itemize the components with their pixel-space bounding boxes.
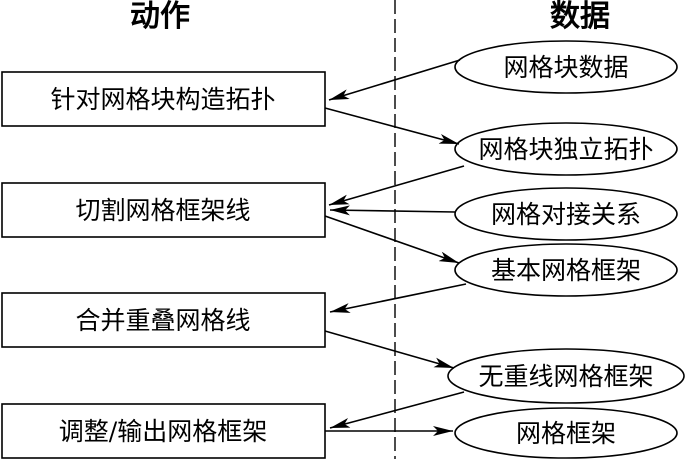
data-ellipse-no-overlap-frame: 无重线网格框架 bbox=[447, 348, 685, 404]
data-ellipse-connection-relation: 网格对接关系 bbox=[454, 187, 678, 241]
action-box-merge-overlap-lines: 合并重叠网格线 bbox=[1, 292, 326, 348]
data-label: 无重线网格框架 bbox=[478, 362, 653, 391]
flow-arrows bbox=[324, 59, 467, 436]
action-label: 切割网格框架线 bbox=[75, 196, 250, 225]
arrow-construct-topology-to-block-topology bbox=[324, 107, 460, 145]
data-label: 基本网格框架 bbox=[491, 256, 641, 285]
data-ellipse-grid-frame: 网格框架 bbox=[454, 407, 678, 459]
data-column-title: 数据 bbox=[550, 0, 610, 34]
action-box-adjust-output-frame: 调整/输出网格框架 bbox=[1, 403, 326, 459]
data-label: 网格块独立拓扑 bbox=[478, 135, 653, 164]
arrow-connection-relation-to-cut-frame-lines bbox=[329, 205, 456, 216]
data-ellipse-basic-frame: 基本网格框架 bbox=[454, 243, 678, 297]
arrow-basic-frame-to-merge-overlap-lines bbox=[329, 283, 467, 313]
arrow-no-overlap-frame-to-adjust-output-frame bbox=[329, 391, 465, 429]
arrow-block-topology-to-cut-frame-lines bbox=[328, 165, 465, 206]
data-ellipse-block-topology: 网格块独立拓扑 bbox=[454, 122, 678, 176]
data-label: 网格块数据 bbox=[503, 53, 628, 82]
arrow-cut-frame-lines-to-basic-frame bbox=[324, 215, 460, 264]
actions-column-title: 动作 bbox=[130, 0, 190, 34]
arrow-block-data-to-construct-topology bbox=[328, 59, 461, 101]
action-box-construct-topology: 针对网格块构造拓扑 bbox=[1, 71, 326, 127]
data-label: 网格框架 bbox=[516, 419, 616, 448]
action-label: 调整/输出网格框架 bbox=[59, 417, 267, 446]
data-ellipse-block-data: 网格块数据 bbox=[454, 40, 678, 94]
action-label: 针对网格块构造拓扑 bbox=[50, 85, 275, 114]
action-box-cut-frame-lines: 切割网格框架线 bbox=[1, 182, 326, 238]
arrow-merge-overlap-lines-to-no-overlap-frame bbox=[324, 330, 455, 369]
action-label: 合并重叠网格线 bbox=[75, 306, 250, 335]
data-label: 网格对接关系 bbox=[491, 200, 641, 229]
